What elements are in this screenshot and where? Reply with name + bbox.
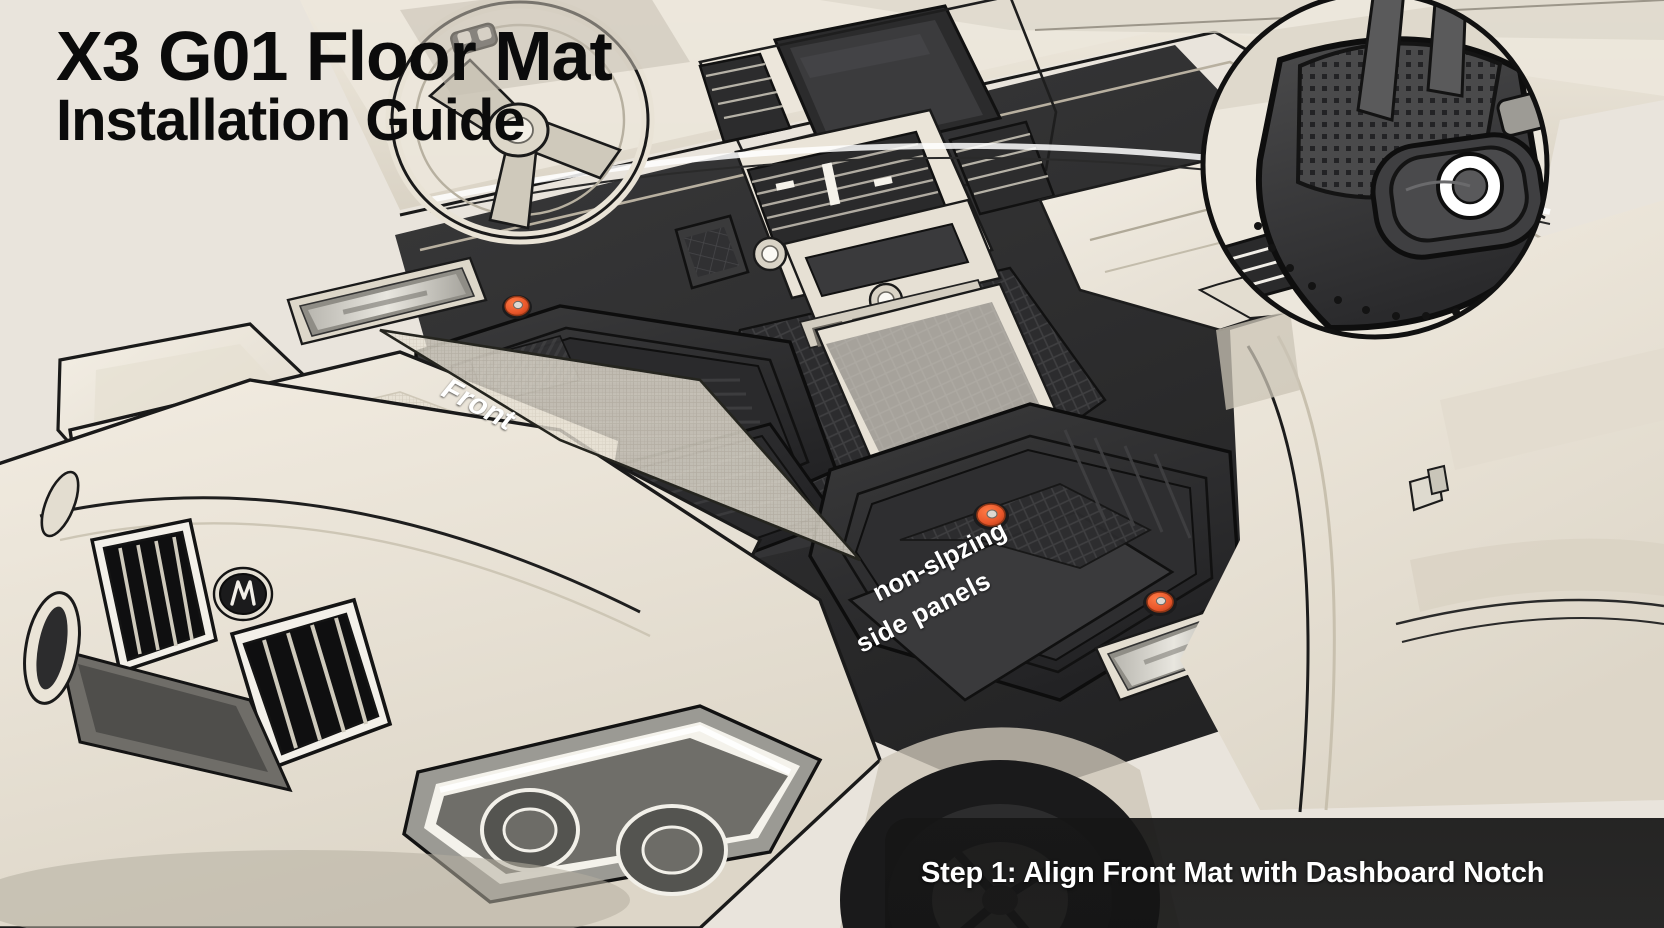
anchor-clip-passenger-upper [973,502,1009,530]
detail-callout-circle [1200,0,1550,340]
step-caption-bar: Step 1: Align Front Mat with Dashboard N… [885,818,1664,928]
steering-wheel [385,0,655,245]
dash-vent-left [698,52,792,144]
passenger-floor-mat [808,402,1242,702]
roundel-badge [212,566,274,622]
anchor-clip-front [502,295,532,319]
anchor-clip-passenger-lower [1143,590,1177,616]
step-caption-text: Step 1: Align Front Mat with Dashboard N… [921,856,1545,889]
pedals [674,214,750,290]
page-title: X3 G01 Floor Mat Installation Guide [56,17,613,153]
title-line-1: X3 G01 Floor Mat [56,17,613,95]
infotainment-screen [772,4,1003,160]
kidney-grille-left [89,517,218,675]
door-striker [1408,464,1450,512]
vehicle-front-end [0,328,882,928]
headlight [402,704,823,904]
door-sill-left [286,256,488,346]
kidney-grille-right [229,597,393,771]
title-line-2: Installation Guide [56,87,526,153]
